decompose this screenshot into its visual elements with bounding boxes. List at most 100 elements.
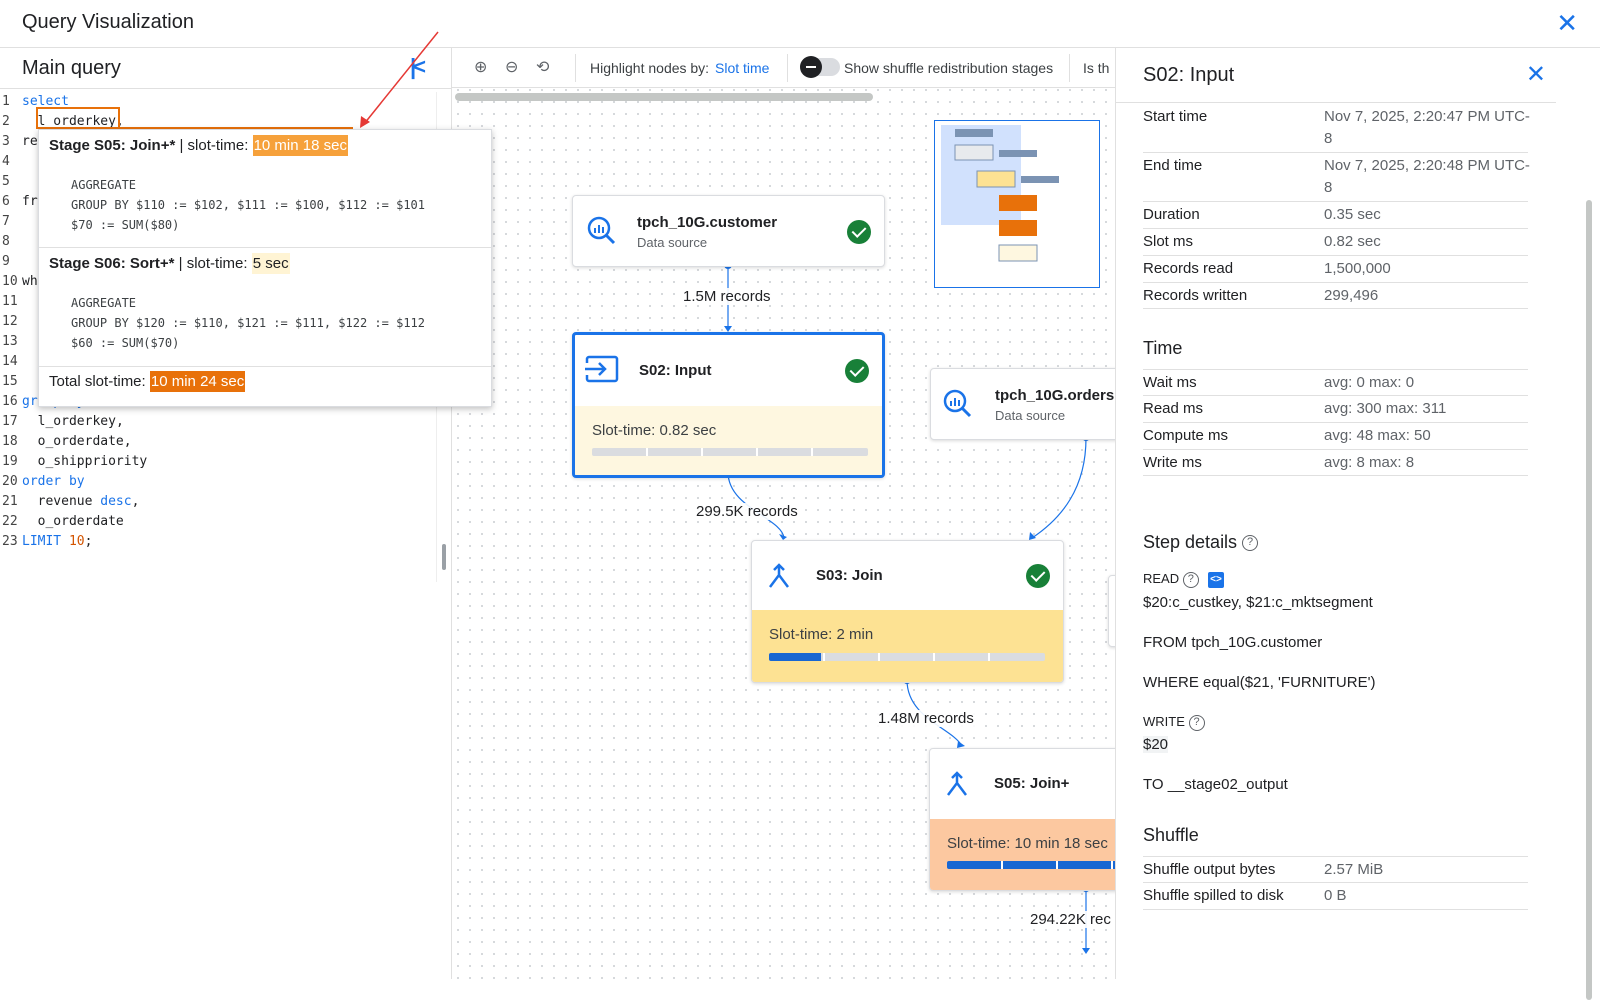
highlight-label: Highlight nodes by:	[590, 60, 710, 76]
node-name: S03: Join	[816, 567, 883, 584]
code-text: wh	[22, 274, 38, 289]
help-icon[interactable]: ?	[1188, 714, 1205, 731]
tooltip-s06-header: Stage S06: Sort+* | slot-time: 5 sec	[49, 253, 290, 274]
shuffle-label: Show shuffle redistribution stages	[844, 60, 1054, 76]
slot-time-section: Slot-time: 0.82 sec	[575, 406, 882, 475]
line-number: 15	[2, 374, 18, 389]
step-details-title: Step details ?	[1143, 532, 1259, 553]
slot-time-label: Slot-time: 10 min 18 sec	[947, 835, 1108, 852]
slot-time-bar	[769, 653, 1045, 661]
code-text: o_shippriority	[37, 454, 148, 469]
line-number: 12	[2, 314, 18, 329]
zoom-out-icon[interactable]: ⊖	[505, 59, 519, 76]
title-bar: Query Visualization ✕	[0, 0, 1600, 48]
code-text: order by	[22, 474, 85, 489]
highlight-underline	[36, 127, 353, 129]
code-text: revenue desc,	[37, 494, 140, 509]
node-name: S02: Input	[639, 362, 712, 379]
line-number: 9	[2, 254, 10, 269]
line-number: 7	[2, 214, 10, 229]
node-s02-input[interactable]: S02: Input Slot-time: 0.82 sec	[572, 332, 885, 478]
code-text: o_orderdate	[37, 514, 124, 529]
code-text: select	[22, 94, 69, 109]
line-number: 4	[2, 154, 10, 169]
write-columns: $20	[1143, 736, 1169, 753]
slot-time-label: Slot-time: 2 min	[769, 626, 874, 643]
stage-details-panel: S02: Input ✕ Start time Nov 7, 2025, 2:2…	[1115, 48, 1600, 1000]
line-number: 17	[2, 414, 18, 429]
panel-resize-handle[interactable]	[442, 544, 446, 570]
help-icon[interactable]: ?	[1242, 535, 1259, 552]
data-source-icon	[943, 389, 972, 418]
node-type: Data source	[995, 408, 1066, 423]
line-number: 14	[2, 354, 18, 369]
slot-time-bar	[592, 448, 868, 456]
query-panel-title: Main query	[22, 57, 121, 79]
node-s03-join[interactable]: S03: Join Slot-time: 2 min	[751, 540, 1064, 683]
edge-label: 294.22K rec	[1028, 911, 1113, 928]
horizontal-scrollbar[interactable]	[455, 93, 873, 101]
close-icon[interactable]: ✕	[1556, 8, 1578, 38]
window-title: Query Visualization	[22, 11, 194, 33]
line-number: 11	[2, 294, 18, 309]
tooltip-s05-code: AGGREGATE GROUP BY $110 := $102, $111 :=…	[71, 178, 426, 232]
data-source-icon	[587, 216, 616, 245]
write-target: TO __stage02_output	[1143, 776, 1288, 793]
code-view-icon[interactable]: <>	[1208, 572, 1224, 588]
collapse-panel-icon[interactable]: |<	[410, 54, 426, 79]
zoom-reset-icon[interactable]: ⟲	[536, 59, 550, 76]
panel-title: S02: Input	[1143, 64, 1235, 86]
slot-time-section: Slot-time: 2 min	[752, 610, 1063, 682]
zoom-in-icon[interactable]: ⊕	[474, 59, 488, 76]
slot-time-badge: 5 sec	[251, 253, 290, 274]
tooltip-s05-header: Stage S05: Join+* | slot-time: 10 min 18…	[49, 135, 348, 156]
edge-label: 1.48M records	[876, 710, 976, 727]
tooltip-s06-code: AGGREGATE GROUP BY $120 := $110, $121 :=…	[71, 296, 426, 350]
node-name: S05: Join+	[994, 775, 1070, 792]
node-s05-join[interactable]: S05: Join+ Slot-time: 10 min 18 sec	[929, 748, 1115, 891]
node-type: Data source	[637, 235, 708, 250]
node-partial[interactable]	[1108, 575, 1115, 647]
line-number: 1	[2, 94, 10, 109]
shuffle-toggle[interactable]	[800, 56, 840, 78]
detail-row: End time Nov 7, 2025, 2:20:48 PM UTC- 8	[1143, 153, 1530, 202]
graph-minimap[interactable]	[934, 120, 1100, 288]
help-icon[interactable]: ?	[1182, 571, 1199, 588]
edge-label: 299.5K records	[694, 503, 800, 520]
node-orders[interactable]: tpch_10G.orders Data source	[930, 368, 1115, 440]
highlight-select[interactable]: Slot time	[715, 60, 770, 76]
line-number: 6	[2, 194, 10, 209]
slot-time-badge: 10 min 18 sec	[252, 135, 348, 156]
code-text: o_orderdate,	[37, 434, 132, 449]
join-icon	[769, 563, 789, 588]
slot-time-bar	[947, 861, 1115, 869]
code-text: fr	[22, 194, 38, 209]
shuffle-section-title: Shuffle	[1143, 825, 1199, 845]
input-icon	[585, 355, 619, 383]
vertical-scrollbar[interactable]	[1586, 200, 1592, 1000]
time-section-title: Time	[1143, 338, 1183, 358]
read-source: FROM tpch_10G.customer	[1143, 634, 1323, 651]
code-text: l_orderkey,	[37, 414, 124, 429]
success-check-icon	[847, 220, 871, 244]
close-panel-icon[interactable]: ✕	[1525, 61, 1546, 88]
line-number: 19	[2, 454, 18, 469]
read-label: READ ?	[1143, 571, 1199, 588]
node-customer[interactable]: tpch_10G.customer Data source	[572, 195, 885, 267]
line-number: 23	[2, 534, 18, 549]
line-number: 3	[2, 134, 10, 149]
code-text: re	[22, 134, 38, 149]
query-graph-canvas[interactable]: ⊕ ⊖ ⟲ Highlight nodes by: Slot time Show…	[452, 48, 1115, 979]
line-number: 22	[2, 514, 18, 529]
line-number: 5	[2, 174, 10, 189]
code-text: LIMIT 10;	[22, 534, 93, 549]
